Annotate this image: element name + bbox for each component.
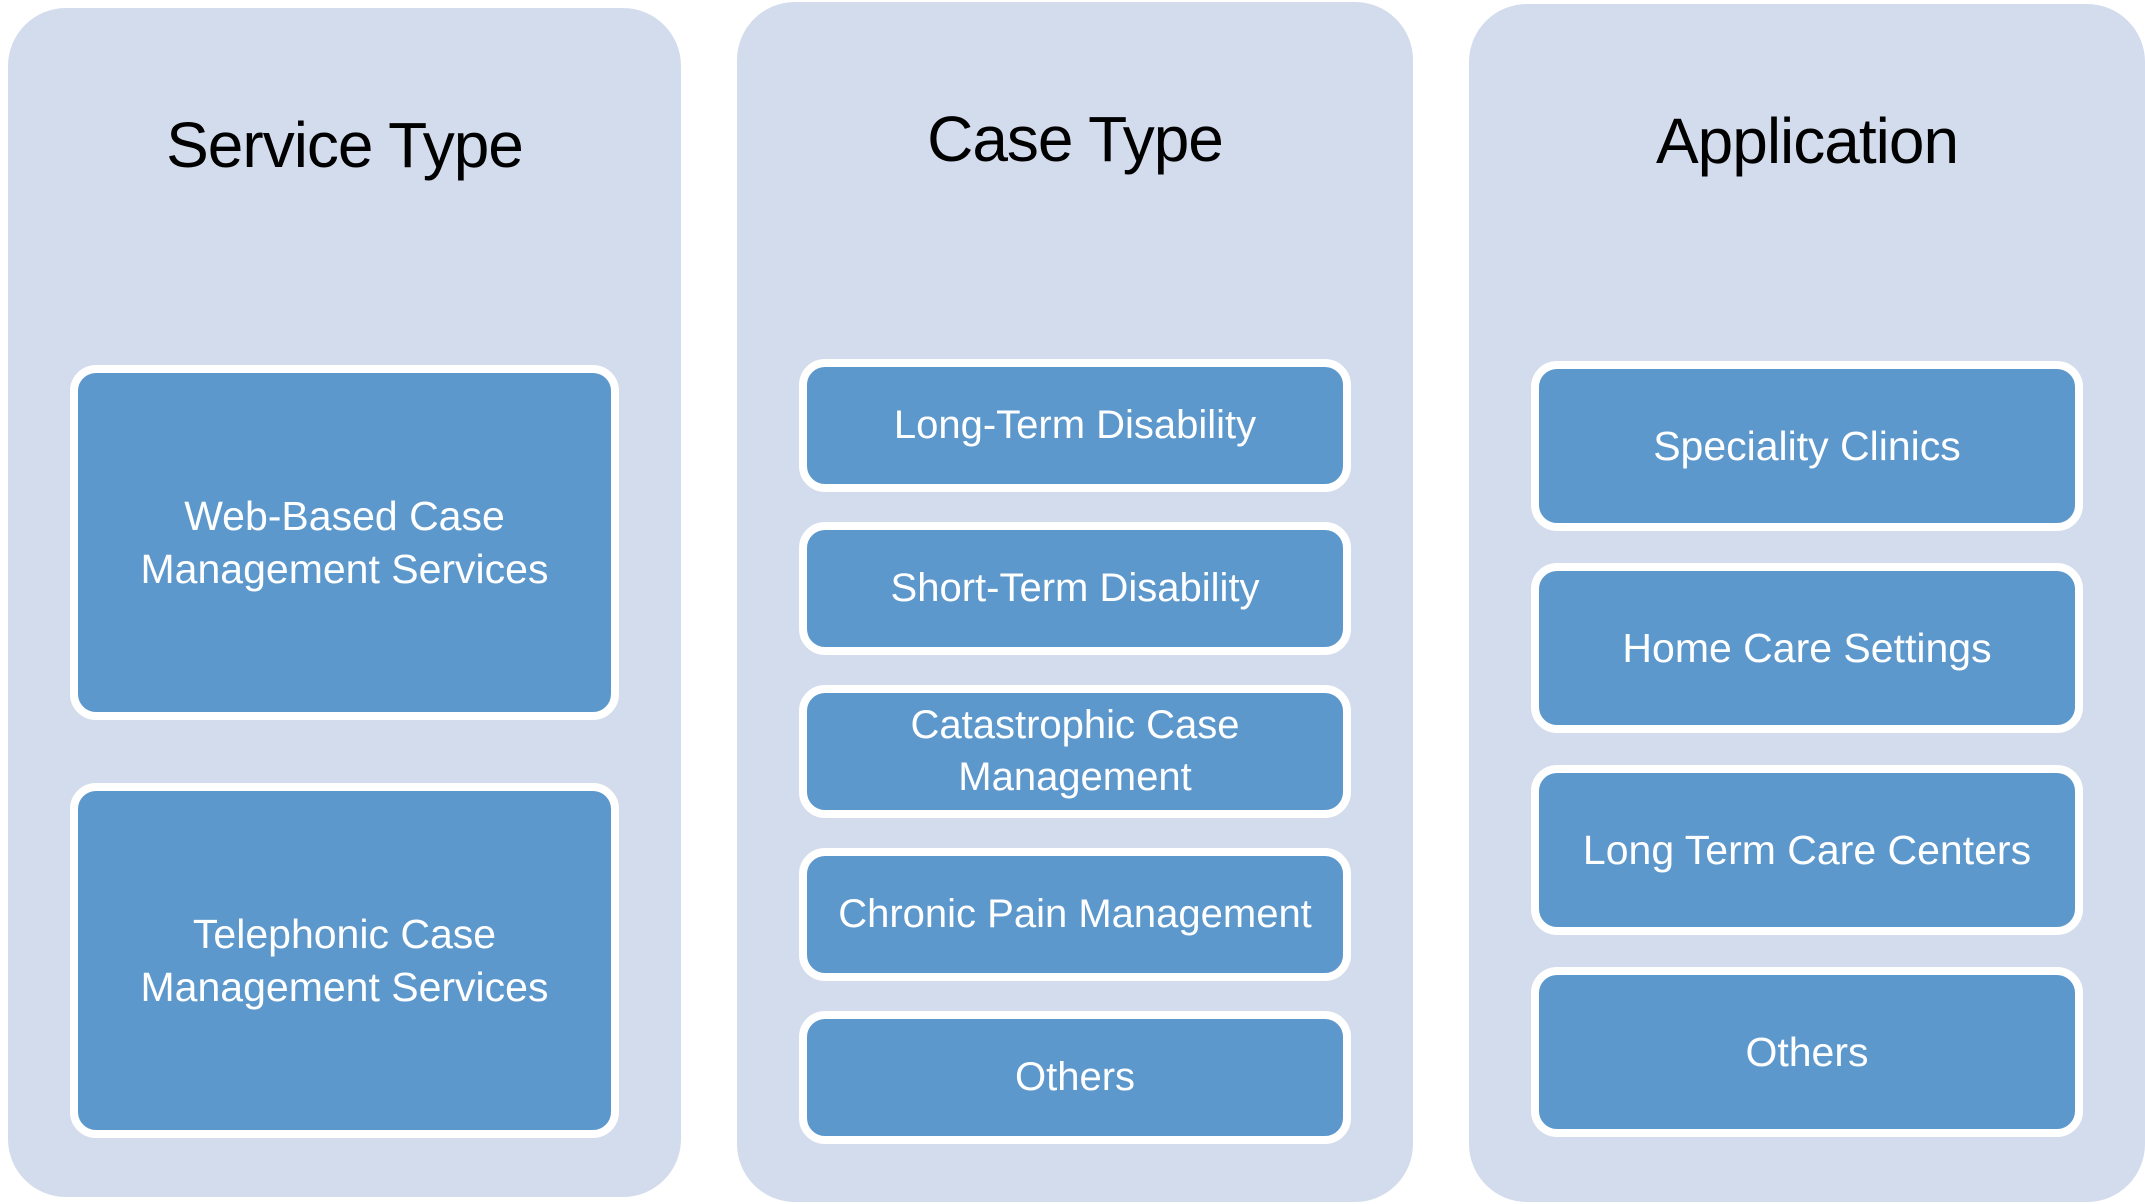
panel-header: Case Type (737, 2, 1413, 359)
item-box-list: Speciality Clinics Home Care Settings Lo… (1469, 361, 2145, 1137)
panel-header: Application (1469, 4, 2145, 361)
panel-title: Case Type (927, 102, 1224, 175)
panel-title: Application (1655, 104, 1959, 177)
item-box: Speciality Clinics (1531, 361, 2083, 531)
item-box: Catastrophic Case Management (799, 685, 1351, 818)
item-box: Others (799, 1011, 1351, 1144)
item-box: Long Term Care Centers (1531, 765, 2083, 935)
item-box-list: Long-Term Disability Short-Term Disabili… (737, 359, 1413, 1144)
application-panel: Application Speciality Clinics Home Care… (1469, 4, 2145, 1202)
item-box: Long-Term Disability (799, 359, 1351, 492)
item-box: Chronic Pain Management (799, 848, 1351, 981)
item-box: Home Care Settings (1531, 563, 2083, 733)
case-type-panel: Case Type Long-Term Disability Short-Ter… (737, 2, 1413, 1202)
item-box: Short-Term Disability (799, 522, 1351, 655)
item-box: Web-Based Case Management Services (70, 365, 619, 720)
item-box: Telephonic Case Management Services (70, 783, 619, 1138)
item-box: Others (1531, 967, 2083, 1137)
panel-header: Service Type (8, 8, 681, 365)
panel-title: Service Type (166, 108, 524, 181)
service-type-panel: Service Type Web-Based Case Management S… (8, 8, 681, 1197)
item-box-list: Web-Based Case Management Services Telep… (8, 365, 681, 1138)
